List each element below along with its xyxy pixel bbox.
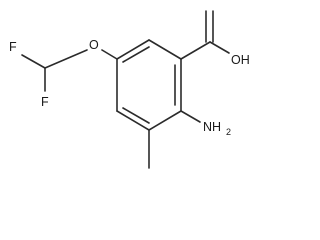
amino-nitrogen-label: NH — [203, 120, 221, 134]
bond-ring-to-nitrogen — [180, 110, 201, 123]
difluoromethoxy-group: O F F — [9, 38, 118, 109]
molecule-structure: OH NH 2 O F F — [9, 10, 250, 169]
ring-double-bond-c3-c4 — [122, 107, 150, 124]
bond-carbon-to-hydroxyl — [209, 41, 230, 54]
ring-double-bond-c5-c6 — [122, 46, 150, 63]
amino-subscript-label: 2 — [226, 127, 231, 137]
bond-ring-to-carboxyl-carbon — [180, 41, 211, 60]
bond-oxygen-to-cf2-carbon — [44, 49, 88, 69]
top-fluorine-label: F — [9, 40, 17, 54]
hydroxyl-label: OH — [231, 53, 250, 67]
bottom-fluorine-label: F — [41, 95, 49, 109]
ether-oxygen-label: O — [89, 38, 99, 52]
bond-carbon-to-top-fluorine — [21, 54, 46, 69]
carboxylic-acid-group: OH — [180, 10, 250, 67]
ring-bond-c2-c3 — [148, 110, 182, 131]
ring-bond-c6-c1 — [148, 39, 182, 60]
ring-bond-c3-c4 — [116, 110, 150, 131]
amino-group: NH 2 — [180, 110, 231, 137]
bond-ring-to-oxygen — [101, 49, 118, 60]
benzene-ring — [116, 39, 182, 131]
ring-bond-c5-c6 — [116, 39, 150, 60]
